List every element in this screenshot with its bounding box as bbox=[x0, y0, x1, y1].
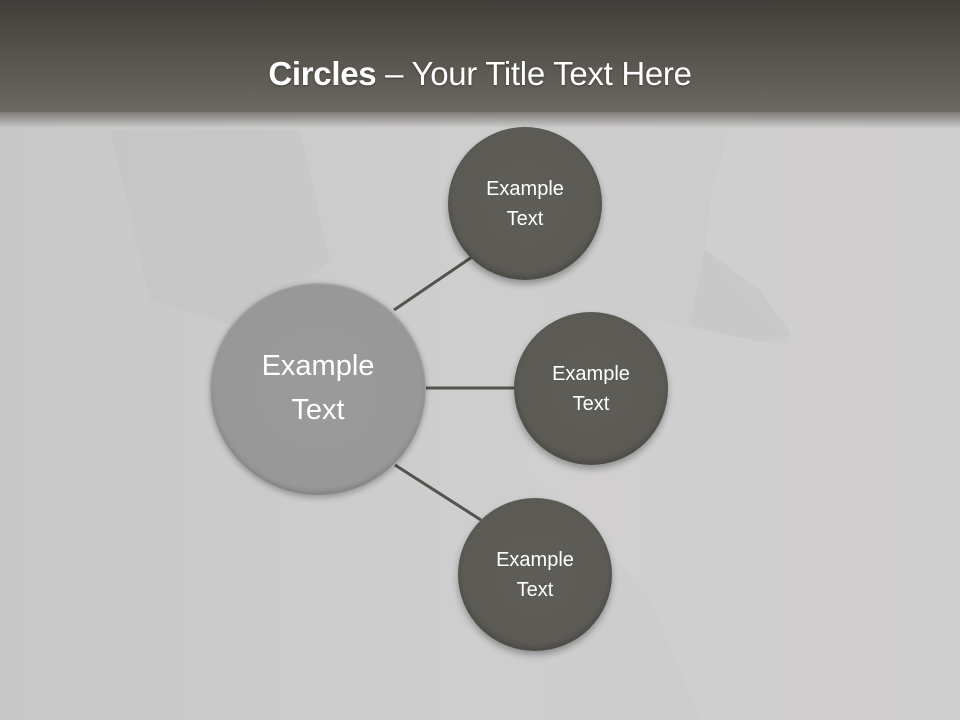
node-bottom-line2: Text bbox=[516, 578, 554, 601]
node-middle-line1: Example bbox=[552, 362, 630, 385]
title-bold-part: Circles bbox=[268, 55, 377, 92]
connector-bottom bbox=[394, 463, 482, 522]
node-bottom-line1: Example bbox=[496, 548, 574, 571]
connector-top bbox=[393, 255, 473, 312]
slide-title: Circles – Your Title Text Here bbox=[0, 52, 960, 96]
node-middle-line2: Text bbox=[572, 392, 610, 415]
title-bar-shadow bbox=[0, 112, 960, 128]
center-circle[interactable]: Example Text bbox=[210, 281, 426, 495]
node-circle-top[interactable]: Example Text bbox=[448, 127, 602, 280]
node-circle-bottom[interactable]: Example Text bbox=[458, 498, 612, 651]
node-top-line2: Text bbox=[506, 207, 544, 230]
center-circle-line1: Example bbox=[261, 350, 375, 382]
title-bar bbox=[0, 0, 960, 112]
node-circle-middle[interactable]: Example Text bbox=[514, 312, 668, 465]
title-rest-part: – Your Title Text Here bbox=[376, 55, 692, 92]
center-circle-line2: Text bbox=[291, 394, 345, 426]
node-top-line1: Example bbox=[486, 177, 564, 200]
